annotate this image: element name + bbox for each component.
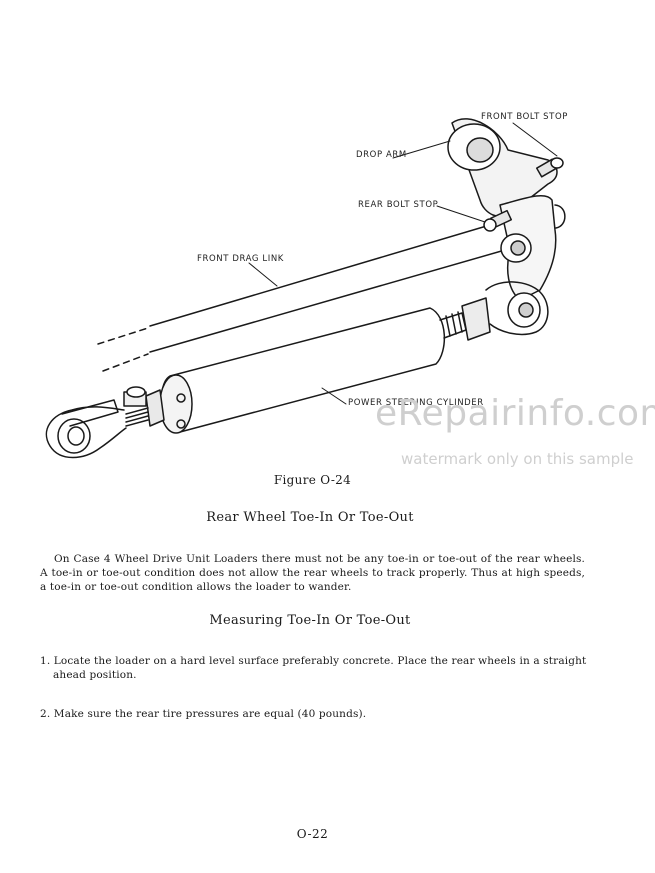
intro-paragraph: On Case 4 Wheel Drive Unit Loaders there…: [40, 553, 585, 593]
label-power-steering-cylinder: POWER STEERING CYLINDER: [348, 398, 484, 408]
label-rear-bolt-stop: REAR BOLT STOP: [358, 200, 439, 210]
label-front-drag-link: FRONT DRAG LINK: [197, 254, 284, 264]
steering-linkage-illustration: [45, 118, 566, 459]
front-drag-link: [97, 221, 506, 372]
power-steering-cylinder: [45, 281, 549, 459]
label-drop-arm: DROP ARM: [356, 150, 407, 160]
section-heading-measuring: Measuring Toe-In Or Toe-Out: [209, 613, 411, 628]
page-number: O-22: [296, 827, 329, 841]
label-front-bolt-stop: FRONT BOLT STOP: [481, 112, 568, 122]
drop-arm: [447, 118, 566, 301]
rear-bolt-stop: [483, 209, 513, 232]
figure-caption: Figure O-24: [273, 473, 352, 487]
watermark-site: eRepairinfo.com: [375, 393, 655, 434]
front-bolt-stop: [535, 157, 564, 178]
watermark-note: watermark only on this sample: [401, 450, 634, 468]
section-heading-toe: Rear Wheel Toe-In Or Toe-Out: [206, 510, 414, 525]
step-2: 2. Make sure the rear tire pressures are…: [40, 708, 367, 720]
step-1: 1. Locate the loader on a hard level sur…: [40, 655, 587, 681]
callout-leaders: [248, 122, 558, 405]
